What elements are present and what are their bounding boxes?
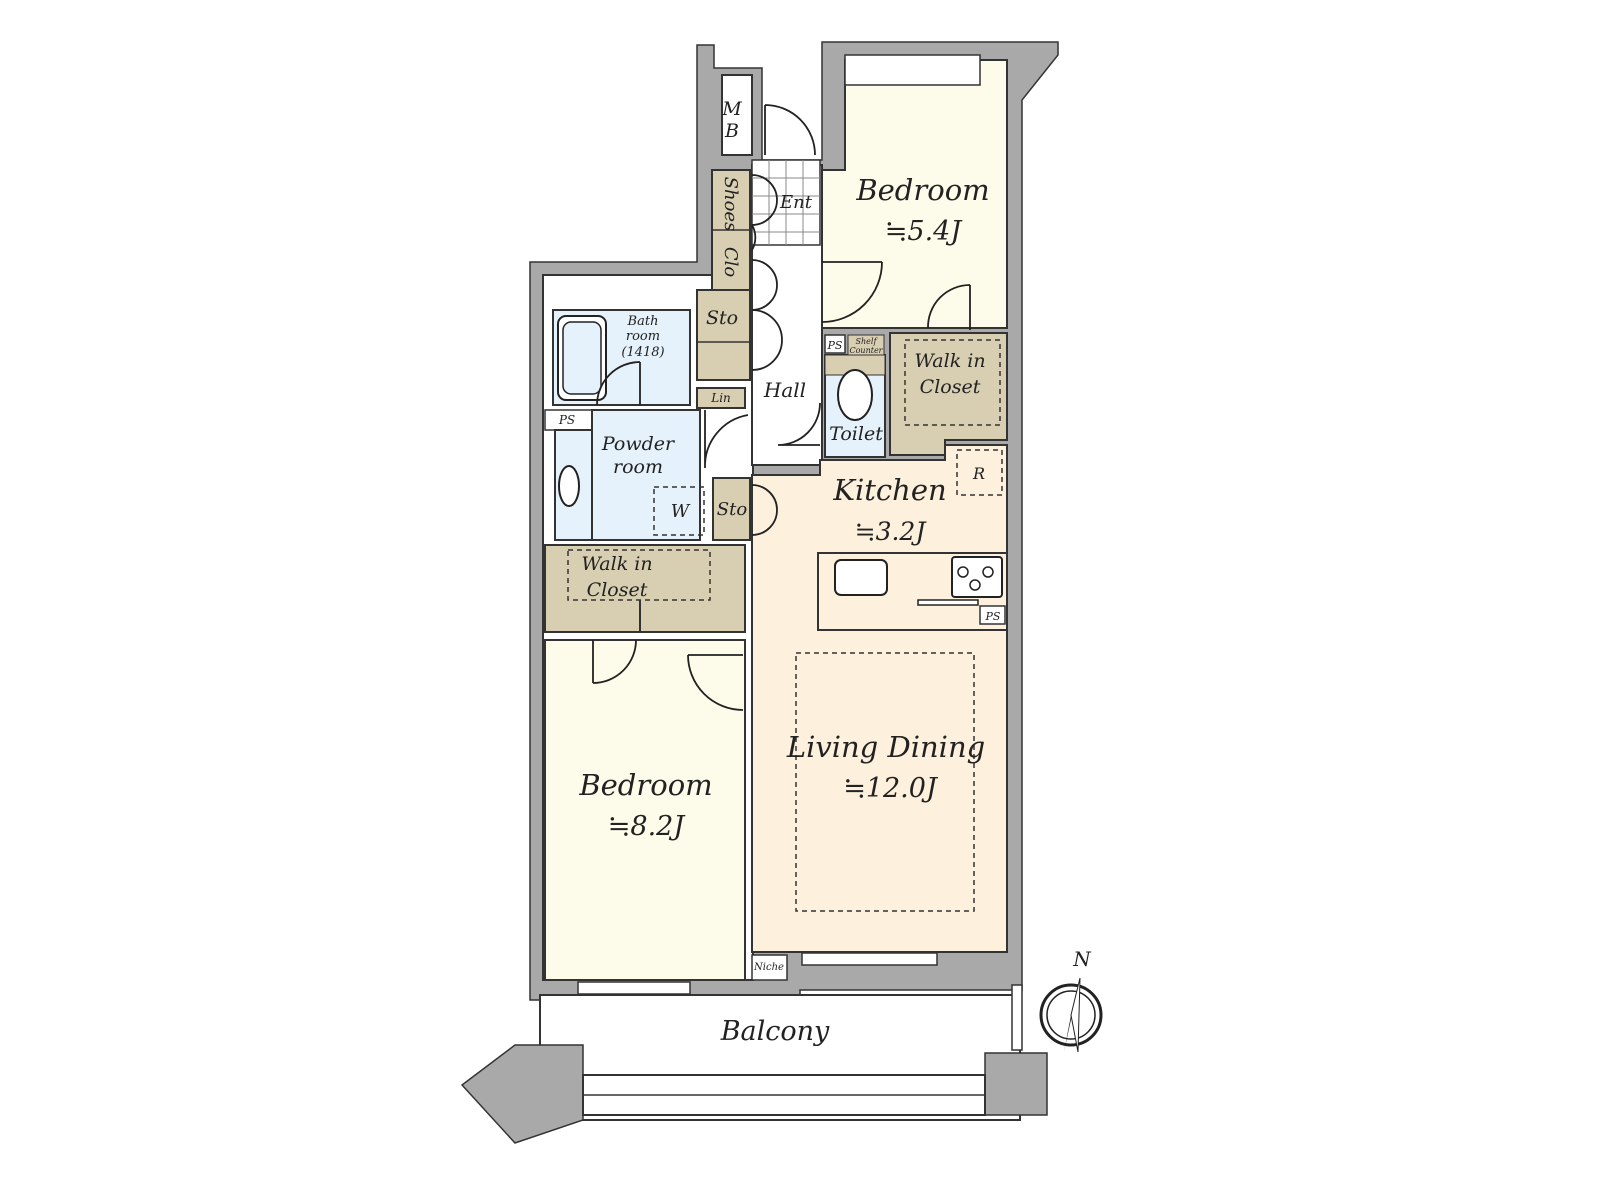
bedroom-south bbox=[544, 639, 746, 981]
washer-label: W bbox=[671, 501, 691, 522]
kitchen-size: ≒3.2J bbox=[855, 517, 928, 546]
refrigerator-space bbox=[956, 449, 1003, 496]
bedroom-south-label: Bedroom bbox=[578, 768, 712, 802]
window bbox=[577, 981, 691, 995]
walk-in-closet-north-label: Walk in bbox=[914, 350, 985, 372]
sto-label: Sto bbox=[706, 307, 738, 329]
stove-icon bbox=[951, 556, 1003, 598]
sink-icon bbox=[834, 559, 888, 596]
ps-label: PS bbox=[558, 413, 575, 427]
powder-room-label-2: room bbox=[613, 456, 663, 478]
meter-box bbox=[721, 74, 753, 156]
storage-2 bbox=[712, 477, 751, 541]
linen-closet bbox=[696, 387, 746, 409]
door-swings bbox=[592, 104, 971, 711]
bathroom-label-2: room bbox=[626, 329, 660, 344]
bedroom-north bbox=[821, 59, 1008, 329]
bedroom-north-size: ≒5.4J bbox=[885, 216, 964, 247]
washbasin-icon bbox=[558, 465, 580, 507]
walk-in-closet-south bbox=[544, 544, 746, 633]
balcony-wall-left bbox=[460, 1044, 584, 1144]
living-dining-label: Living Dining bbox=[786, 730, 985, 764]
ps-label-3: PS bbox=[985, 610, 1001, 623]
window bbox=[844, 54, 981, 86]
storage bbox=[696, 289, 751, 381]
bedroom-north-label: Bedroom bbox=[855, 173, 989, 207]
balcony-wall-right bbox=[984, 1052, 1048, 1116]
washing-machine-space bbox=[653, 486, 705, 536]
bedroom-south-size: ≒8.2J bbox=[608, 811, 687, 842]
kitchen-label: Kitchen bbox=[832, 473, 946, 507]
living-dining-size: ≒12.0J bbox=[843, 773, 939, 804]
walk-in-closet-south-label: Walk in bbox=[581, 553, 652, 575]
powder-room bbox=[591, 409, 701, 541]
entrance-tiles bbox=[751, 159, 821, 246]
shelf-counter-label: Shelf bbox=[856, 337, 879, 346]
mb-label: M bbox=[721, 98, 742, 120]
walk-in-closet-north-label-2: Closet bbox=[920, 376, 981, 398]
balcony-label: Balcony bbox=[720, 1016, 830, 1047]
bathroom-label: Bath bbox=[627, 314, 659, 329]
shelf-counter-label-2: Counter bbox=[849, 346, 883, 355]
sto-label-2: Sto bbox=[717, 499, 748, 520]
compass-icon: N bbox=[1039, 947, 1103, 1053]
window bbox=[801, 952, 938, 966]
entrance-label: Ent bbox=[779, 192, 813, 213]
toilet-icon bbox=[837, 369, 873, 421]
ps-label-2: PS bbox=[827, 339, 843, 352]
walk-in-closet-south-label-2: Closet bbox=[587, 579, 648, 601]
hall-label: Hall bbox=[763, 378, 806, 402]
lin-label: Lin bbox=[710, 391, 731, 405]
clo-label: Clo bbox=[720, 247, 741, 278]
toilet-label: Toilet bbox=[829, 423, 883, 445]
mb-label-2: B bbox=[724, 120, 739, 142]
powder-room-label: Powder bbox=[601, 433, 676, 455]
bathroom-label-3: (1418) bbox=[621, 345, 664, 360]
compass-north-label: N bbox=[1072, 947, 1092, 971]
shoes-label: Shoes bbox=[720, 177, 741, 232]
refrigerator-label: R bbox=[972, 464, 985, 483]
niche-label: Niche bbox=[753, 962, 784, 973]
dining-table-area bbox=[795, 652, 975, 912]
